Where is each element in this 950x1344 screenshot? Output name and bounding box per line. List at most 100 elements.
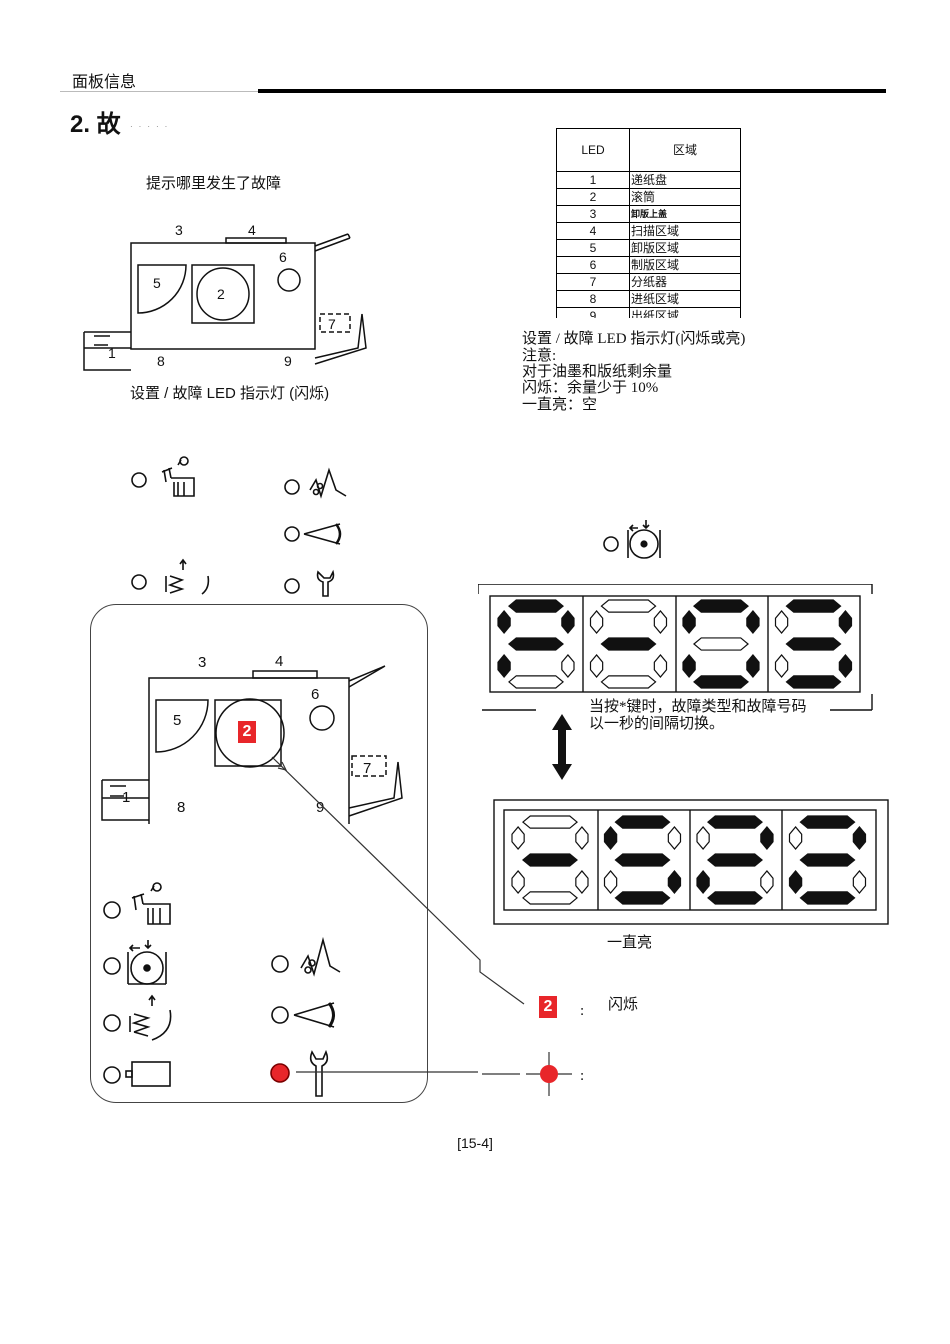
diagram-label-4: 4 xyxy=(248,222,256,238)
segment-g-on xyxy=(614,853,671,867)
led-paper-feed-indicator xyxy=(131,574,147,590)
legend-red-led-icon xyxy=(526,1052,572,1096)
caption-where-fault: 提示哪里发生了故障 xyxy=(146,176,282,192)
segment-d-on xyxy=(707,891,763,905)
paper-feed-icon xyxy=(165,558,210,595)
led-ink-indicator xyxy=(131,472,147,488)
segment-c-off xyxy=(561,654,575,678)
ink-cartridge-icon xyxy=(161,456,195,497)
segment-g-on xyxy=(785,637,842,651)
table-cell-area: 滚筒 xyxy=(629,188,741,206)
caption-led-blink: 设置 / 故障 LED 指示灯 (闪烁) xyxy=(130,385,330,402)
panel-diagram-label-3: 3 xyxy=(198,654,206,671)
segment-a-on xyxy=(508,599,564,613)
legend-blink-marker: 2 xyxy=(539,996,557,1018)
led-service-indicator xyxy=(284,578,300,594)
segment-b-on xyxy=(760,826,774,850)
segment-g-on xyxy=(799,853,856,867)
caption-led-blink-on: 设置 / 故障 LED 指示灯(闪烁或亮) xyxy=(522,331,746,347)
segment-a-on xyxy=(707,815,763,829)
panel-diagram-label-4: 4 xyxy=(275,653,283,670)
note-line-2: 闪烁：余量少于 10% xyxy=(522,380,659,396)
master-roll-icon xyxy=(127,940,167,985)
segment-c-off xyxy=(760,870,774,894)
segment-d-on xyxy=(693,675,749,689)
segment-d-off xyxy=(508,675,564,689)
note-line-3: 一直亮：空 xyxy=(522,397,598,413)
paper-feed-icon xyxy=(129,994,172,1041)
segment-e-on xyxy=(497,654,511,678)
segment-c-off xyxy=(653,654,668,678)
segment-b-on xyxy=(746,610,760,634)
segment-a-on xyxy=(785,599,842,613)
segment-c-on xyxy=(838,654,853,678)
segment-c-off xyxy=(852,870,867,894)
segment-f-off xyxy=(589,610,604,634)
paper-jam-icon xyxy=(309,467,347,499)
seven-seg-digits-top xyxy=(497,599,853,689)
diagram-label-1: 1 xyxy=(108,345,116,361)
segment-d-off xyxy=(600,675,657,689)
paper-jam-icon xyxy=(300,936,341,977)
segment-e-on xyxy=(788,870,803,894)
wrench-icon xyxy=(316,569,335,597)
panel-led-master xyxy=(103,957,121,975)
header-rule-thin xyxy=(60,91,260,92)
segment-b-on xyxy=(838,610,853,634)
page-number: [15-4] xyxy=(457,1135,493,1151)
panel-led-ink xyxy=(103,901,121,919)
panel-diagram-label-7: 7 xyxy=(363,760,371,777)
segment-g-on xyxy=(508,637,564,651)
sensor-eye-icon xyxy=(293,1002,335,1028)
paper-tray-icon xyxy=(125,1061,171,1087)
indicator-icons-upper xyxy=(131,456,347,597)
segment-a-off xyxy=(600,599,657,613)
label-blinking: 闪烁 xyxy=(608,997,639,1013)
segment-b-off xyxy=(667,826,682,850)
segment-e-off xyxy=(774,654,789,678)
led-jam-indicator xyxy=(284,479,300,495)
highlighted-area-marker: 2 xyxy=(238,721,256,743)
segment-c-off xyxy=(575,870,589,894)
table-cell-area: 分纸器 xyxy=(629,273,741,291)
table-cell-area: 卸版区域 xyxy=(629,239,741,257)
section-title-remnant: ····· xyxy=(130,122,174,131)
segment-b-off xyxy=(653,610,668,634)
panel-diagram-label-8: 8 xyxy=(177,799,185,816)
seven-seg-digits-bottom xyxy=(511,815,867,905)
control-panel-frame xyxy=(90,604,428,1103)
machine-diagram-top: 1 2 3 4 5 6 7 8 9 xyxy=(83,222,367,371)
segment-e-off xyxy=(603,870,618,894)
panel-diagram-label-9: 9 xyxy=(316,799,324,816)
segment-d-off xyxy=(522,891,578,905)
segment-a-on xyxy=(693,599,749,613)
switch-arrow-icon xyxy=(552,714,572,780)
segment-g-on xyxy=(522,853,578,867)
segment-g-on xyxy=(600,637,657,651)
segment-c-on xyxy=(667,870,682,894)
diagram-label-5: 5 xyxy=(153,275,161,291)
diagram-label-2: 2 xyxy=(217,286,225,302)
segment-a-on xyxy=(799,815,856,829)
segment-a-on xyxy=(614,815,671,829)
segment-b-on xyxy=(852,826,867,850)
segment-d-on xyxy=(799,891,856,905)
segment-e-on xyxy=(696,870,710,894)
panel-indicator-icons xyxy=(103,882,341,1097)
header-title: 面板信息 xyxy=(72,74,137,91)
panel-diagram-label-5: 5 xyxy=(173,712,181,729)
header-rule-thick xyxy=(258,89,886,93)
panel-diagram-label-6: 6 xyxy=(311,686,319,703)
legend-colon-2: : xyxy=(580,1068,585,1084)
segment-e-off xyxy=(511,870,525,894)
diagram-label-8: 8 xyxy=(157,353,165,369)
switch-note-line-2: 以一秒的间隔切换。 xyxy=(589,716,725,732)
segment-a-off xyxy=(522,815,578,829)
table-header-led: LED xyxy=(556,128,630,172)
